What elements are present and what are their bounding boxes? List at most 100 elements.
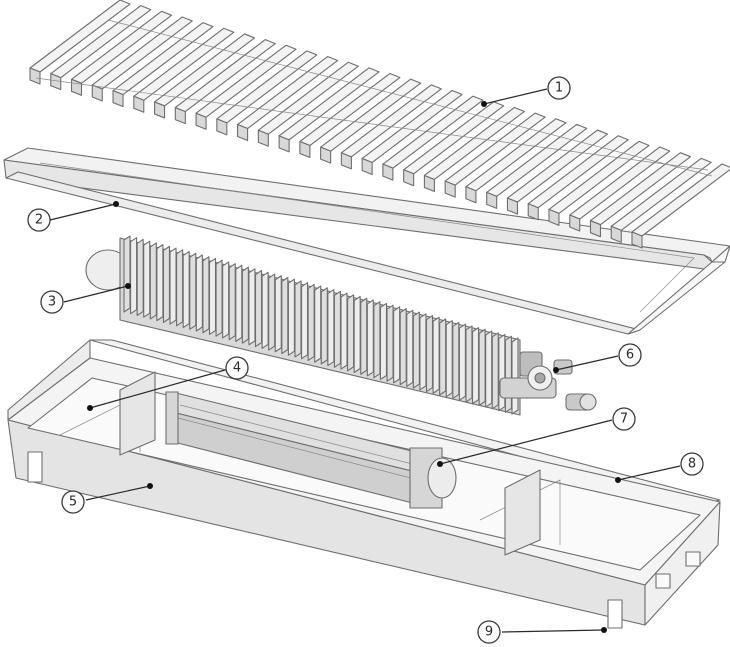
callout-6: 6	[618, 343, 642, 367]
grille-slat-end	[569, 214, 581, 232]
grille-slat-end	[112, 90, 124, 108]
fin	[340, 292, 348, 370]
grille-rail	[107, 19, 713, 177]
grille-slat-end	[548, 208, 560, 226]
grille-rail	[35, 77, 709, 171]
fin	[458, 323, 466, 401]
callout-2: 2	[27, 208, 51, 232]
fin	[393, 306, 401, 384]
grille-slat-end	[29, 67, 41, 85]
fin	[248, 268, 256, 346]
fin	[222, 261, 230, 339]
heat-exchanger	[85, 235, 521, 416]
grille-slat-end	[465, 186, 477, 204]
fin	[182, 251, 190, 329]
fin	[432, 316, 440, 394]
fin	[366, 299, 374, 377]
fin	[419, 313, 427, 391]
fin	[162, 245, 171, 323]
grille-slat-end	[486, 191, 498, 209]
callout-4: 4	[225, 356, 249, 380]
callout-label: 2	[35, 213, 43, 228]
grille-slat-end	[91, 84, 103, 102]
fin	[465, 325, 473, 403]
callout-label: 7	[620, 412, 628, 427]
fin	[307, 283, 315, 361]
grille-slat-end	[610, 225, 622, 243]
callout-3: 3	[40, 290, 64, 314]
fin	[347, 294, 355, 372]
callout-label: 4	[233, 361, 241, 376]
fin	[485, 330, 493, 408]
fin	[281, 276, 289, 355]
grille	[29, 0, 730, 249]
grille-slat-end	[527, 203, 539, 221]
fin	[504, 335, 512, 413]
callout-label: 9	[485, 625, 493, 640]
fin	[156, 244, 164, 322]
fin	[399, 308, 407, 386]
grille-slat-end	[382, 163, 394, 181]
grille-slat-end	[174, 107, 186, 125]
grille-slat-end	[320, 146, 332, 164]
fin	[314, 285, 322, 363]
grille-slat-end	[154, 101, 166, 119]
heat-exchanger-fins	[123, 235, 519, 415]
callout-label: 1	[555, 81, 563, 96]
fin	[215, 259, 223, 337]
fin	[136, 238, 144, 317]
fin	[274, 275, 282, 353]
fin	[333, 290, 341, 368]
fin	[195, 254, 203, 332]
grille-slat-end	[361, 157, 373, 176]
grille-slat-end	[444, 180, 456, 198]
fin	[360, 297, 368, 375]
grille-slat-end	[50, 73, 62, 91]
fin	[327, 289, 335, 367]
callout-label: 5	[69, 495, 77, 510]
callout-label: 3	[48, 295, 56, 310]
fin	[373, 301, 381, 379]
callout-7: 7	[612, 407, 636, 431]
callout-label: 6	[626, 348, 634, 363]
fin	[143, 240, 151, 318]
callout-5: 5	[61, 490, 85, 514]
callout-8: 8	[680, 452, 704, 476]
fin	[176, 249, 184, 327]
fan-unit	[165, 391, 457, 509]
grille-slat-end	[589, 220, 602, 238]
fin	[439, 318, 447, 396]
grille-slat-end	[257, 129, 269, 147]
valve-assembly	[499, 351, 597, 411]
grille-slat-end	[237, 124, 249, 142]
grille-slat-end	[631, 231, 643, 249]
fin	[478, 328, 486, 406]
fin	[294, 280, 302, 358]
fin	[386, 304, 394, 382]
fin	[445, 320, 453, 398]
grille-slat-end	[195, 112, 207, 130]
grille-slat-end	[423, 174, 435, 192]
fin	[452, 321, 460, 399]
grille-slat-end	[299, 140, 311, 159]
callout-1: 1	[547, 76, 571, 100]
grille-slat-end	[403, 169, 415, 187]
grille-slat-end	[506, 197, 518, 215]
fin	[379, 302, 388, 380]
grille-slat-end	[340, 152, 352, 170]
fin	[241, 266, 249, 344]
fin	[498, 333, 506, 412]
fin	[287, 278, 295, 356]
fin	[130, 237, 138, 315]
fin	[491, 332, 499, 410]
fin	[353, 295, 361, 374]
fin	[202, 256, 210, 334]
fin	[406, 309, 414, 387]
grille-slat-end	[278, 135, 290, 153]
grille-slat-end	[133, 95, 145, 113]
frame	[3, 147, 730, 335]
fin	[235, 264, 243, 342]
fin	[268, 273, 276, 351]
